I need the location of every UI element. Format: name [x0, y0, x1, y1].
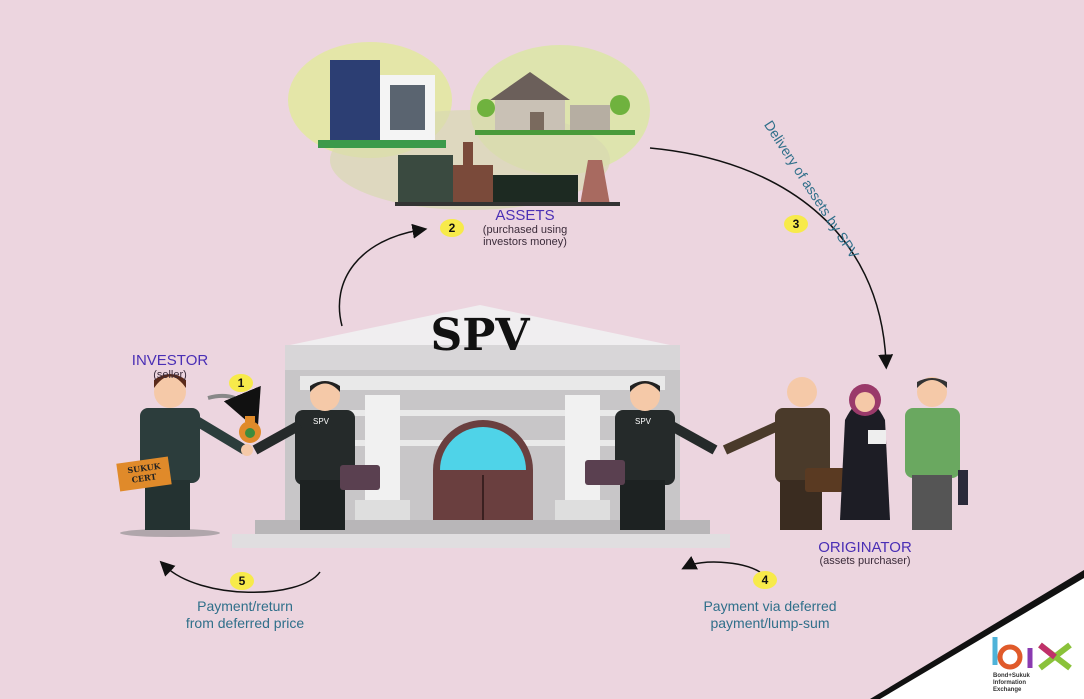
- step-5-caption-1: Payment/return: [197, 598, 293, 614]
- spv-badge-left: SPV: [313, 417, 330, 426]
- step-5-caption-2: from deferred price: [185, 615, 305, 631]
- originator-title: ORIGINATOR: [818, 539, 912, 556]
- assets-subtitle-1: (purchased using: [482, 224, 568, 236]
- step-4-caption-2: payment/lump-sum: [710, 615, 830, 631]
- sukuk-certificate: [116, 456, 172, 492]
- spv-agent-right: [585, 381, 718, 530]
- arrow-payment-to-spv: [681, 555, 761, 573]
- house-icon: [475, 72, 635, 135]
- spv-title: SPV: [430, 310, 530, 361]
- spv-badge-right: SPV: [635, 417, 652, 426]
- originator-young-man: [905, 377, 968, 530]
- bix-logo-mark: [992, 637, 1072, 671]
- arrow-payment-to-investor: [159, 560, 321, 593]
- step-4-caption-1: Payment via deferred: [703, 598, 837, 614]
- column: [565, 395, 600, 505]
- briefcase-icon: [805, 468, 850, 492]
- originator-man-suit: [722, 377, 850, 530]
- arrow-assets-to-originator: [649, 147, 894, 370]
- office-building-icon: [318, 60, 446, 148]
- step-5-badge: 5: [230, 572, 254, 590]
- briefcase-icon: [958, 470, 968, 505]
- arrow-investor-to-moneybag: [207, 385, 261, 431]
- briefcase-icon: [585, 460, 625, 485]
- factory-icon: [395, 142, 620, 206]
- investor-title: INVESTOR: [131, 352, 209, 369]
- arrow-spv-to-assets: [338, 223, 428, 327]
- step-3-badge: 3: [784, 215, 808, 233]
- step-4-badge: 4: [753, 571, 777, 589]
- investor-subtitle: (seller): [153, 369, 187, 381]
- logo-line-2: Information: [993, 680, 1026, 686]
- money-bag-icon: [239, 416, 261, 443]
- assets-title: ASSETS: [495, 207, 555, 224]
- assets-illustration: [288, 42, 650, 210]
- step-1-badge: 1: [229, 374, 253, 392]
- originator-subtitle: (assets purchaser): [819, 555, 911, 567]
- corner-panel: [880, 578, 1084, 699]
- logo-line-1: Bond+Sukuk: [993, 673, 1030, 679]
- assets-subtitle-2: investors money): [483, 236, 567, 248]
- spv-agent-left: [252, 381, 380, 530]
- logo-line-3: Exchange: [993, 687, 1022, 693]
- step-2-badge: 2: [440, 219, 464, 237]
- originator-woman: [840, 384, 890, 520]
- briefcase-icon: [340, 465, 380, 490]
